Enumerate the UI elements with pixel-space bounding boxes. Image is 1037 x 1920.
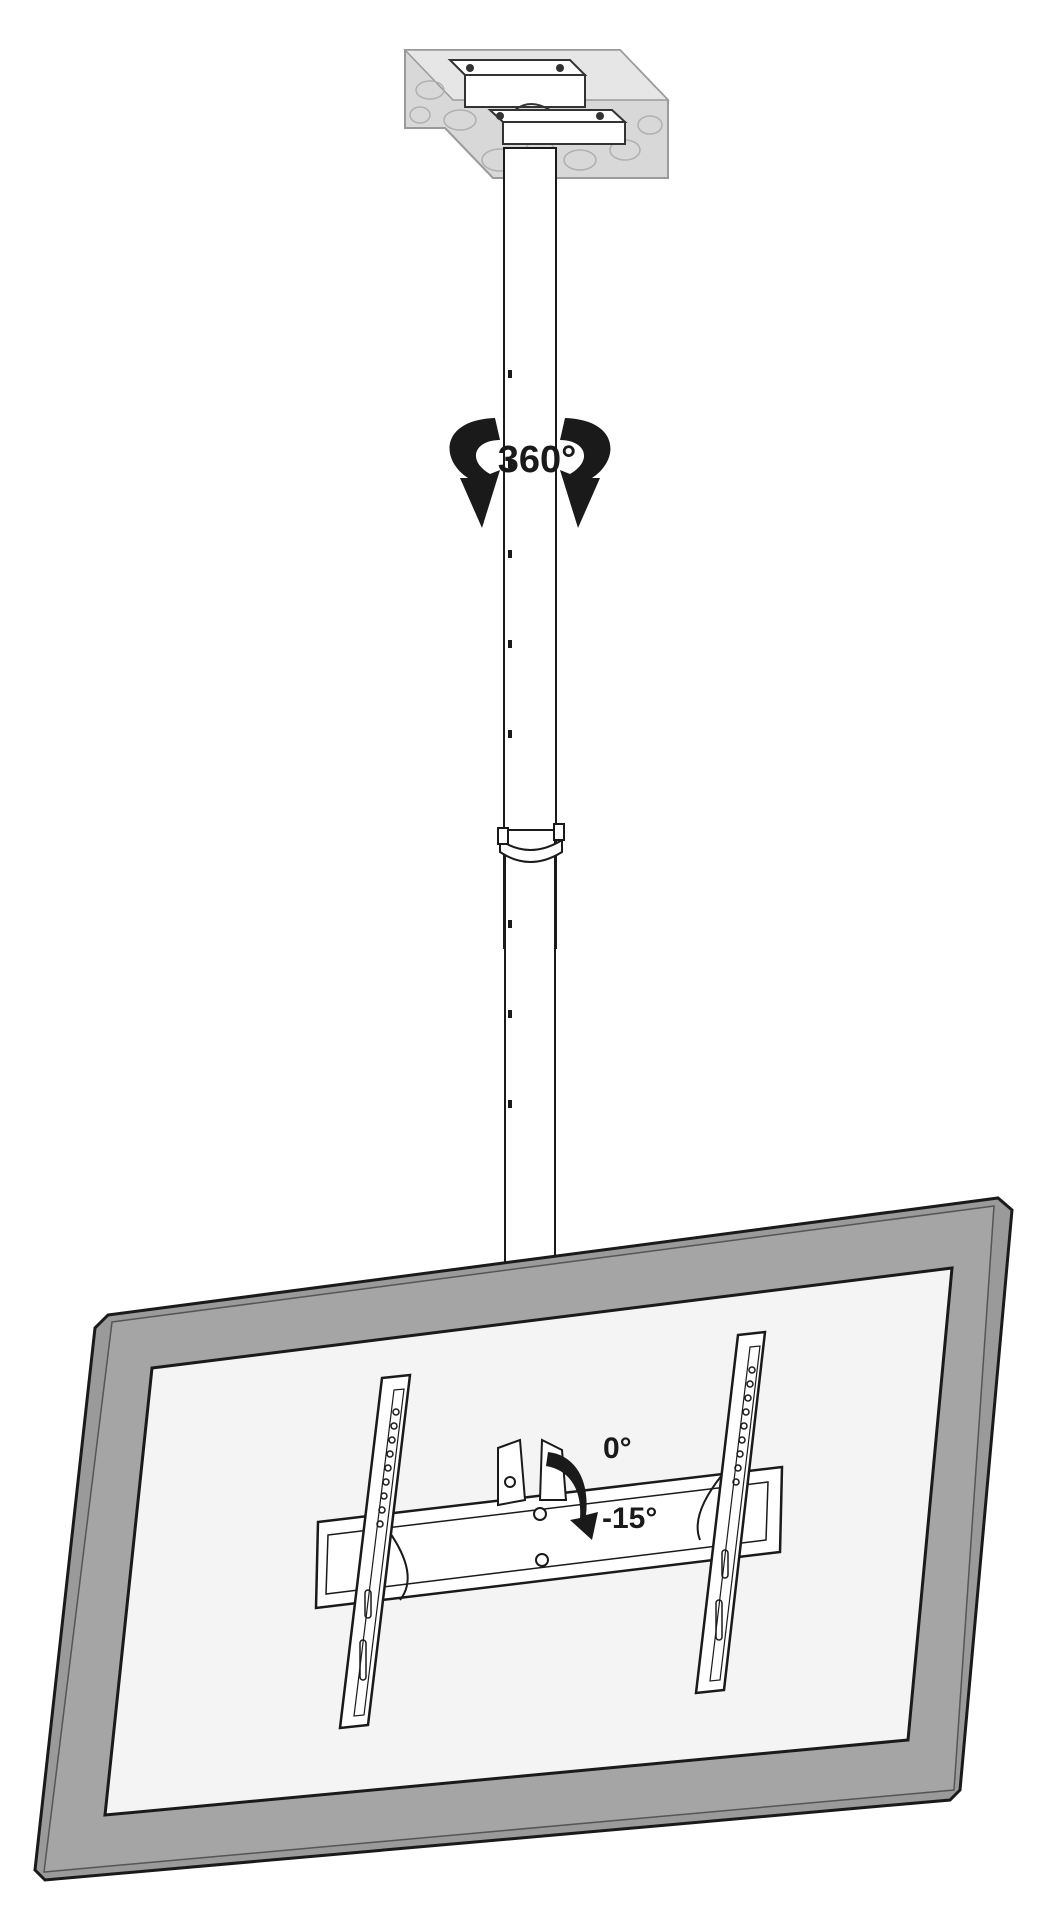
tilt-bottom-label: -15° [602,1502,657,1535]
pole-collar-clamp [497,823,565,863]
rotation-label: 360° [498,439,577,481]
pole-holes [508,370,512,1108]
ceiling-plate [403,49,670,179]
tv-bracket [314,1330,784,1730]
rotation-arrow-icon [449,418,611,528]
tilt-arrow-icon [546,1452,598,1540]
tilt-top-label: 0° [603,1432,632,1465]
